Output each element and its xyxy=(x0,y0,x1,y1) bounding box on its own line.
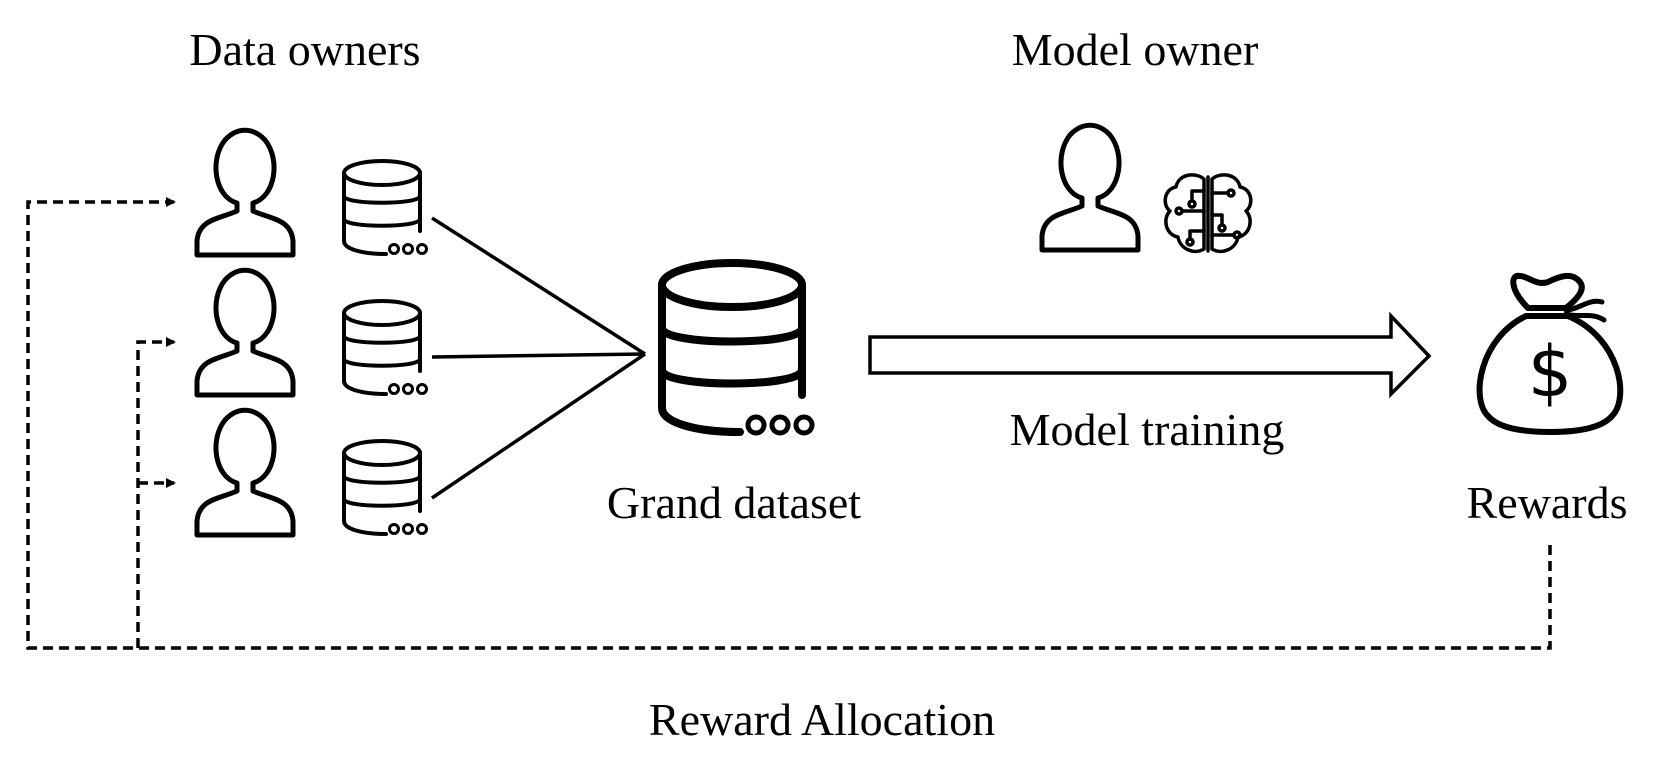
rewards-label: Rewards xyxy=(1467,477,1628,528)
data-owner-1-database-icon xyxy=(342,159,429,256)
brain-circuit-icon xyxy=(1163,173,1253,254)
reward-allocation-label: Reward Allocation xyxy=(649,694,995,745)
grand-dataset-database-icon xyxy=(658,259,815,436)
data-owner-3-person-icon xyxy=(197,410,293,535)
model-owner-person-icon xyxy=(1042,125,1138,250)
data-owner-1-person-icon xyxy=(197,130,293,255)
money-bag-icon: $ xyxy=(1476,272,1624,435)
reward-allocation-feedback-lines xyxy=(26,197,1552,650)
data-owner-2-person-icon xyxy=(197,270,293,395)
contribution-lines xyxy=(431,216,646,500)
data-owner-3-database-icon xyxy=(342,439,429,536)
data-owners-label: Data owners xyxy=(189,24,420,75)
svg-text:$: $ xyxy=(1528,331,1573,413)
data-owner-2-database-icon xyxy=(342,299,429,396)
grand-dataset-label: Grand dataset xyxy=(607,477,861,528)
model-training-label: Model training xyxy=(1010,404,1285,455)
model-owner-label: Model owner xyxy=(1012,24,1259,75)
model-training-arrow xyxy=(868,311,1432,399)
